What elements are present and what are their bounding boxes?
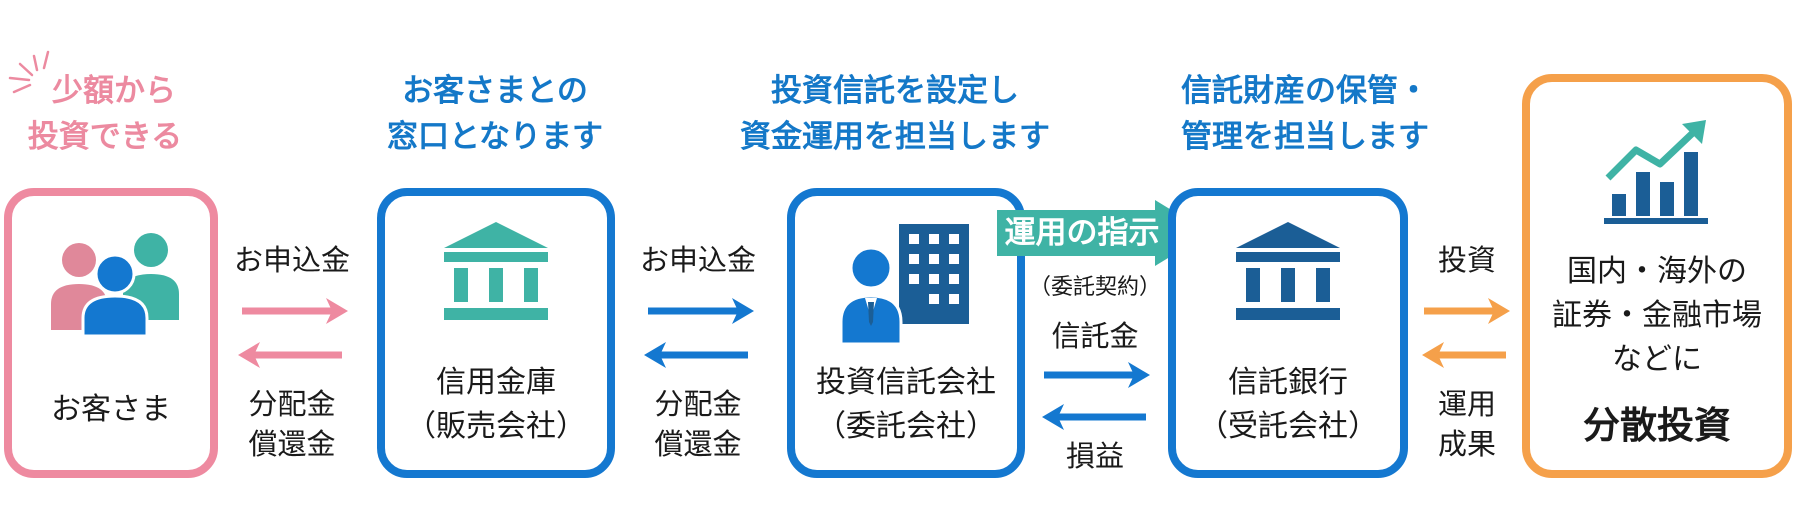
itaku-box-label: 投資信託会社 （委託会社） <box>795 361 1017 449</box>
itaku-box-label-line2: （委託会社） <box>816 409 996 444</box>
flow-b-bottom-line2: 償還金 <box>654 427 742 461</box>
market-box-label: 国内・海外の 証券・金融市場 などに <box>1530 250 1784 382</box>
trustbank-box-label: 信託銀行 （受託会社） <box>1176 361 1400 449</box>
itaku-caption-line2: 資金運用を担当します <box>740 119 1050 155</box>
shinkin-caption-line1: お客さまとの <box>402 73 588 109</box>
flow-b-left-arrow <box>644 342 748 368</box>
itaku-caption-line1: 投資信託を設定し <box>771 73 1019 109</box>
flow-a-bottom-line2: 償還金 <box>248 427 336 461</box>
shinkin-box-label-line2: （販売会社） <box>406 409 586 444</box>
flow-d-bottom-line1: 運用 <box>1437 387 1496 421</box>
instruction-label: 運用の指示 <box>1004 215 1160 251</box>
trustbank-caption-line1: 信託財産の保管・ <box>1181 73 1429 109</box>
shinkin-box-label: 信用金庫 （販売会社） <box>385 361 607 449</box>
shinkin-box-label-line1: 信用金庫 <box>436 365 556 400</box>
sparkle-icon <box>8 50 50 94</box>
flow-d-left-arrow <box>1422 342 1506 368</box>
flow-b-bottom-line1: 分配金 <box>654 387 742 421</box>
trustbank-caption-line2: 管理を担当します <box>1181 119 1429 155</box>
trustbank-box-label-line2: （受託会社） <box>1198 409 1378 444</box>
flow-d-top-label: 投資 <box>1437 243 1496 277</box>
flow-c-top-label: 信託金 <box>1051 319 1139 353</box>
trustbank-box: 信託銀行 （受託会社） <box>1168 188 1408 478</box>
customer-caption: 少額から 投資できる <box>0 68 210 160</box>
flow-c-right-arrow <box>1044 362 1150 388</box>
customer-caption-line1: 少額から <box>52 73 176 109</box>
bank-building-icon <box>1236 222 1340 320</box>
shinkin-caption-line2: 窓口となります <box>386 119 604 155</box>
contract-label: （委託契約） <box>1028 275 1161 300</box>
customer-box-label-line1: お客さま <box>51 392 171 427</box>
flow-b-right-arrow <box>648 298 754 324</box>
flow-d-right-arrow <box>1424 298 1510 324</box>
customer-caption-line2: 投資できる <box>27 119 183 155</box>
customer-box: お客さま <box>4 188 218 478</box>
itaku-box: 投資信託会社 （委託会社） <box>787 188 1025 478</box>
businessman-office-icon <box>839 224 969 346</box>
flow-c-left-arrow <box>1042 404 1146 430</box>
flow-a-bottom-label: 分配金 償還金 <box>222 384 362 464</box>
market-box-label-line1: 国内・海外の <box>1567 254 1747 289</box>
bank-building-icon <box>444 222 548 320</box>
flow-a-top-label: お申込金 <box>233 243 350 277</box>
trustbank-box-label-line1: 信託銀行 <box>1228 365 1348 400</box>
shinkin-caption: お客さまとの 窓口となります <box>370 68 620 160</box>
customer-box-label: お客さま <box>12 388 210 432</box>
flow-c-bottom-label: 損益 <box>1065 439 1124 473</box>
flow-a-bottom-line1: 分配金 <box>248 387 336 421</box>
market-box-label-line2: 証券・金融市場 <box>1552 298 1762 333</box>
flow-a-right-arrow <box>242 298 348 324</box>
itaku-caption: 投資信託を設定し 資金運用を担当します <box>715 68 1075 160</box>
market-box-label-line3: などに <box>1612 342 1702 377</box>
itaku-box-label-line1: 投資信託会社 <box>816 365 996 400</box>
flow-d-bottom-line2: 成果 <box>1437 427 1496 461</box>
trustbank-caption: 信託財産の保管・ 管理を担当します <box>1155 68 1455 160</box>
flow-b-bottom-label: 分配金 償還金 <box>628 384 768 464</box>
flow-b-top-label: お申込金 <box>639 243 756 277</box>
flow-a-left-arrow <box>238 342 342 368</box>
market-emphasis: 分散投資 <box>1583 404 1731 447</box>
flow-d-bottom-label: 運用 成果 <box>1412 384 1522 464</box>
people-group-icon <box>51 233 179 336</box>
instruction-arrow <box>997 200 1209 266</box>
market-box: 国内・海外の 証券・金融市場 などに 分散投資 <box>1522 74 1792 478</box>
shinkin-box: 信用金庫 （販売会社） <box>377 188 615 478</box>
rising-bar-chart-icon <box>1604 120 1708 224</box>
